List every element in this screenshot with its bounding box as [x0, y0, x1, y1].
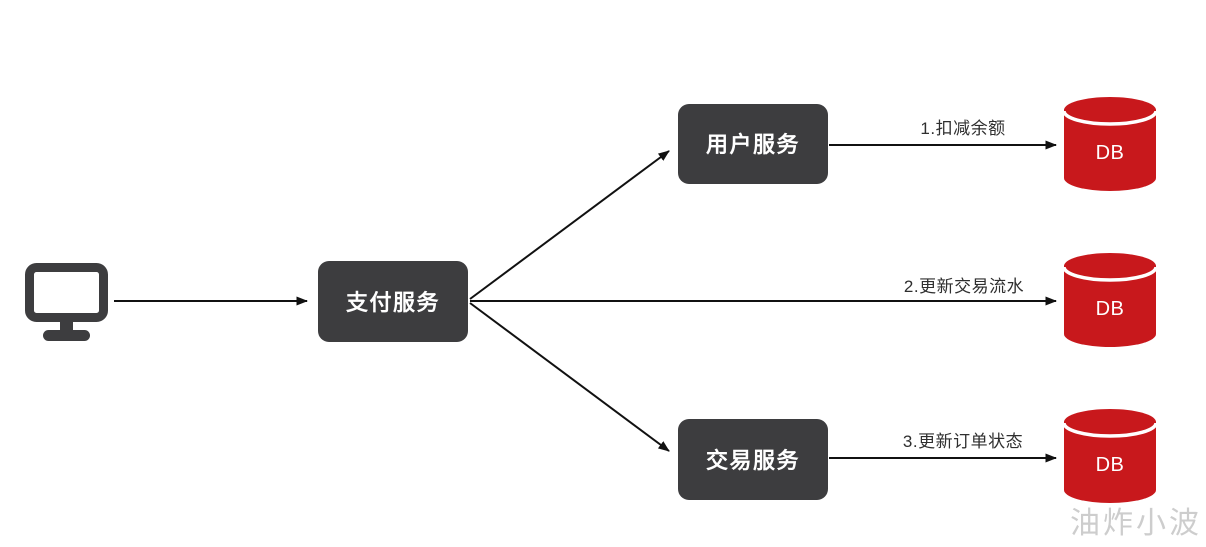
watermark-text: 油炸小波	[1070, 507, 1202, 540]
db1-body	[1064, 97, 1156, 191]
monitor-icon	[25, 263, 108, 341]
db2-rim	[1062, 266, 1158, 282]
payment-service-box	[318, 261, 468, 342]
edge-payment-to-user	[469, 150, 670, 300]
node-payment-service: 支付服务	[318, 261, 468, 342]
user-service-box	[678, 104, 828, 184]
database-cylinder-2: DB	[1062, 253, 1158, 347]
db1-rim	[1062, 110, 1158, 126]
db3-label: DB	[1096, 454, 1125, 476]
edge-label-3: 3.更新订单状态	[903, 432, 1023, 451]
database-cylinder-3: DB	[1062, 409, 1158, 503]
db1-label: DB	[1096, 142, 1125, 164]
db2-body	[1064, 253, 1156, 347]
edge-payment-to-trade	[469, 302, 670, 452]
monitor-screen	[25, 263, 108, 322]
user-service-label: 用户服务	[706, 132, 800, 157]
edge-label-1: 1.扣减余额	[920, 119, 1005, 138]
node-trade-service: 交易服务	[678, 419, 828, 500]
trade-service-box	[678, 419, 828, 500]
db2-label: DB	[1096, 298, 1125, 320]
db3-rim	[1062, 422, 1158, 438]
edges	[114, 140, 1057, 463]
db3-body	[1064, 409, 1156, 503]
payment-service-label: 支付服务	[346, 290, 440, 315]
monitor-base	[43, 330, 90, 341]
database-cylinder-1: DB	[1062, 97, 1158, 191]
trade-service-label: 交易服务	[706, 448, 800, 473]
edge-label-2: 2.更新交易流水	[904, 277, 1024, 296]
node-user-service: 用户服务	[678, 104, 828, 184]
